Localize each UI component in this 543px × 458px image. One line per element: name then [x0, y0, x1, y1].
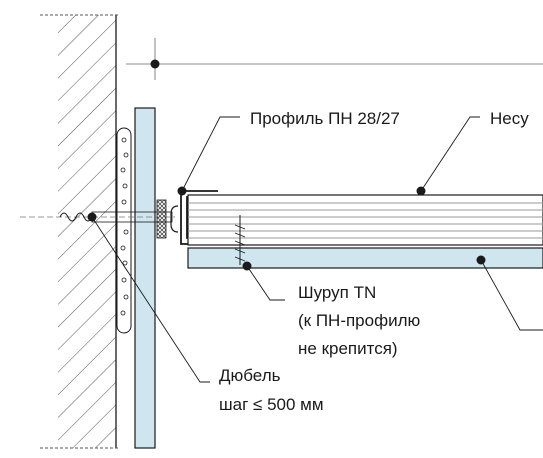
label-dowel-line1: Дюбель: [219, 366, 281, 385]
wall: [40, 14, 120, 449]
label-screw-line2: (к ПН-профилю: [298, 311, 420, 330]
sealing-tape: [116, 127, 132, 334]
wall-board: [134, 107, 156, 449]
label-profile: Профиль ПН 28/27: [250, 109, 400, 128]
profile-tape: [156, 199, 167, 239]
label-bearing-profile: Несу: [490, 109, 529, 128]
leader-lines: [91, 116, 543, 383]
label-dowel-line2: шаг ≤ 500 мм: [219, 395, 324, 414]
bearing-profile: [187, 186, 543, 246]
label-screw-line3: не крепится): [298, 339, 398, 358]
reference-line: [126, 38, 543, 80]
dowel: [20, 211, 175, 223]
ceiling-board: [187, 247, 543, 269]
label-screw-line1: Шуруп TN: [298, 283, 376, 302]
tn-screw: [234, 215, 252, 271]
